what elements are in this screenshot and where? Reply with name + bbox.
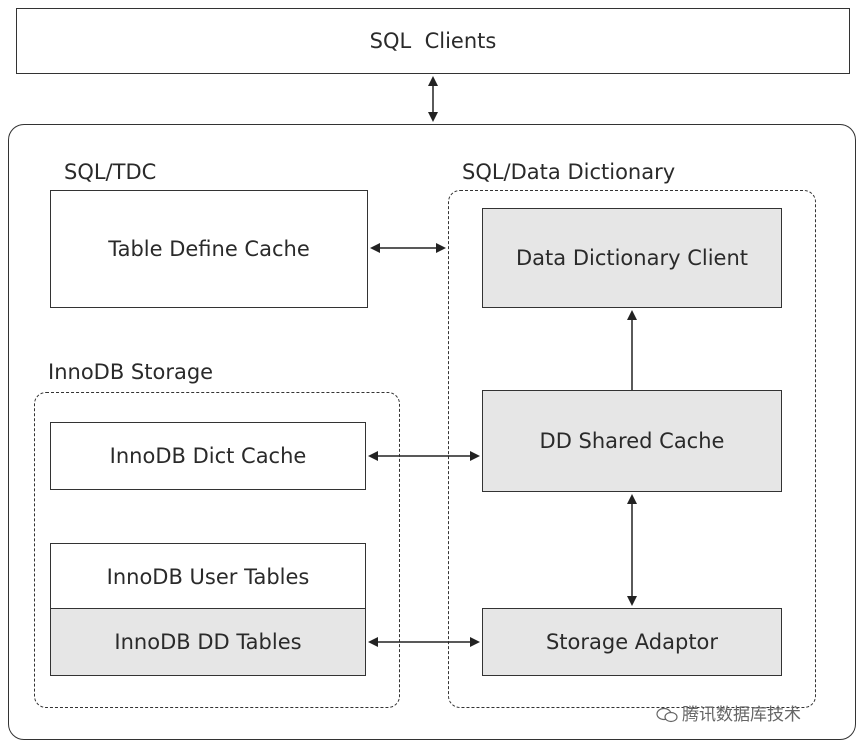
innodb-dict-cache-label: InnoDB Dict Cache xyxy=(109,444,307,468)
innodb-user-tables-label: InnoDB User Tables xyxy=(106,564,310,589)
data-dictionary-title: SQL/Data Dictionary xyxy=(462,160,676,184)
innodb-dd-tables-label: InnoDB DD Tables xyxy=(114,630,302,654)
data-dictionary-client-label: Data Dictionary Client xyxy=(516,246,748,270)
server-container xyxy=(8,124,856,740)
innodb-storage-group xyxy=(34,392,400,708)
table-define-cache-label: Table Define Cache xyxy=(108,237,310,261)
watermark-text: 腾讯数据库技术 xyxy=(682,705,801,725)
storage-adaptor-box: Storage Adaptor xyxy=(482,608,782,676)
table-define-cache-box: Table Define Cache xyxy=(50,190,368,308)
dd-shared-cache-box: DD Shared Cache xyxy=(482,390,782,492)
dd-shared-cache-label: DD Shared Cache xyxy=(539,429,725,453)
storage-adaptor-label: Storage Adaptor xyxy=(545,630,719,654)
sql-tdc-title: SQL/TDC xyxy=(64,160,157,184)
wechat-icon xyxy=(656,707,678,723)
watermark: 腾讯数据库技术 xyxy=(656,700,801,725)
innodb-storage-title: InnoDB Storage xyxy=(48,360,214,384)
data-dictionary-group xyxy=(448,190,816,708)
sql-clients-box: SQL Clients xyxy=(16,8,850,74)
innodb-dict-cache-box: InnoDB Dict Cache xyxy=(50,422,366,490)
innodb-user-tables-box: InnoDB User Tables xyxy=(50,543,366,610)
data-dictionary-client-box: Data Dictionary Client xyxy=(482,208,782,308)
innodb-dd-tables-box: InnoDB DD Tables xyxy=(50,608,366,676)
sql-clients-label: SQL Clients xyxy=(369,29,497,53)
